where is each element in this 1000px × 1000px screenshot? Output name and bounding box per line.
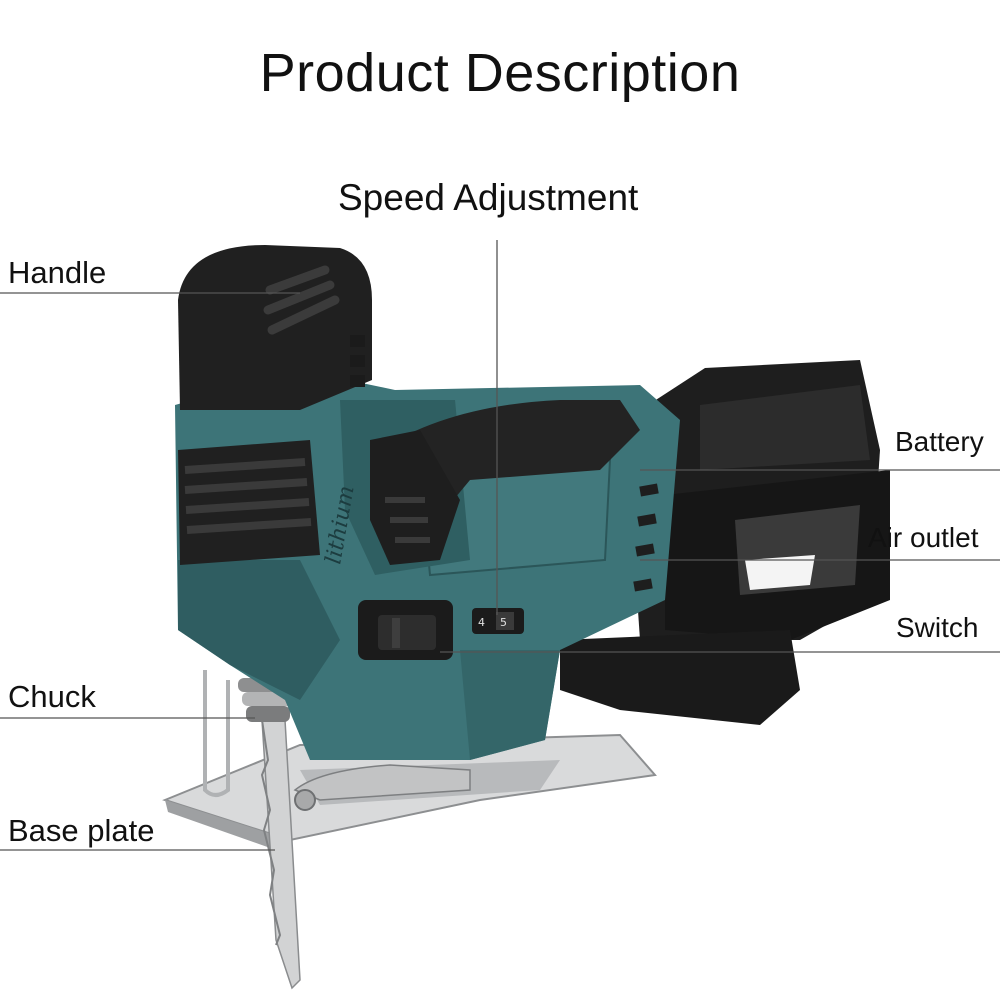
page-title: Product Description bbox=[259, 43, 741, 103]
label-air-outlet: Air outlet bbox=[868, 522, 979, 553]
label-handle: Handle bbox=[8, 255, 107, 290]
label-switch: Switch bbox=[896, 612, 979, 643]
power-switch[interactable] bbox=[358, 600, 453, 660]
rear-foot bbox=[560, 630, 800, 725]
label-speed-adjustment: Speed Adjustment bbox=[338, 177, 639, 218]
dial-digit-5: 5 bbox=[500, 616, 507, 629]
battery-pack bbox=[625, 360, 890, 640]
label-battery: Battery bbox=[895, 426, 984, 457]
handle-grip bbox=[178, 245, 372, 410]
side-grip bbox=[178, 440, 320, 565]
dial-digit-4: 4 bbox=[478, 616, 485, 629]
air-outlet-vents bbox=[633, 483, 659, 592]
speed-dial[interactable]: 4 5 bbox=[472, 608, 524, 634]
leader-lines bbox=[0, 240, 1000, 851]
label-chuck: Chuck bbox=[8, 679, 96, 714]
label-base-plate: Base plate bbox=[8, 813, 155, 848]
